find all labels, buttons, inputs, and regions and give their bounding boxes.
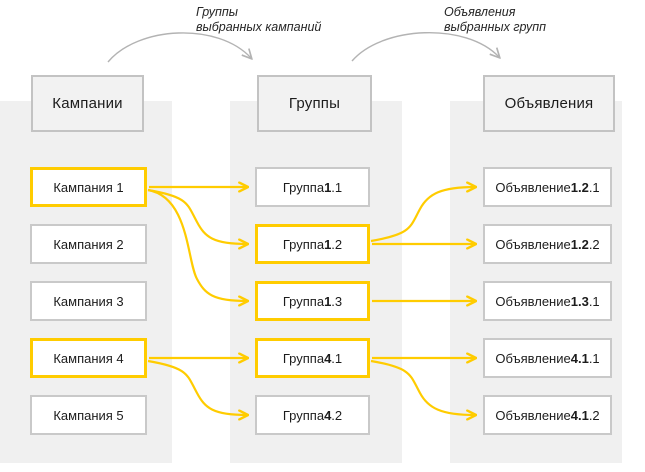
campaigns-node-c1: Кампания 1 bbox=[30, 167, 147, 207]
column-header-groups: Группы bbox=[257, 75, 372, 132]
annotation-ads-of-selected-groups: Объявления выбранных групп bbox=[444, 5, 546, 35]
annotation-groups-of-selected-campaigns: Группы выбранных кампаний bbox=[196, 5, 321, 35]
ads-node-a1-3-1: Объявление 1.3.1 bbox=[483, 281, 612, 321]
groups-node-g4-2: Группа 4.2 bbox=[255, 395, 370, 435]
annotation-line: выбранных кампаний bbox=[196, 20, 322, 34]
ads-node-a1-2-2: Объявление 1.2.2 bbox=[483, 224, 612, 264]
groups-node-g1-2: Группа 1.2 bbox=[255, 224, 370, 264]
annotation-line: Объявления bbox=[444, 5, 516, 19]
ads-node-a1-2-1: Объявление 1.2.1 bbox=[483, 167, 612, 207]
annotation-line: Группы bbox=[196, 5, 238, 19]
campaigns-node-c5: Кампания 5 bbox=[30, 395, 147, 435]
groups-node-g1-1: Группа 1.1 bbox=[255, 167, 370, 207]
groups-node-g1-3: Группа 1.3 bbox=[255, 281, 370, 321]
annotation-line: выбранных групп bbox=[444, 20, 547, 34]
column-header-campaigns: Кампании bbox=[31, 75, 144, 132]
ads-node-a4-1-1: Объявление 4.1.1 bbox=[483, 338, 612, 378]
column-header-ads: Объявления bbox=[483, 75, 615, 132]
ads-node-a4-1-2: Объявление 4.1.2 bbox=[483, 395, 612, 435]
campaigns-node-c3: Кампания 3 bbox=[30, 281, 147, 321]
annotation-arc-groups-to-ads bbox=[351, 32, 499, 62]
campaigns-node-c2: Кампания 2 bbox=[30, 224, 147, 264]
campaigns-node-c4: Кампания 4 bbox=[30, 338, 147, 378]
groups-node-g4-1: Группа 4.1 bbox=[255, 338, 370, 378]
annotation-arc-campaigns-to-groups bbox=[107, 32, 251, 63]
